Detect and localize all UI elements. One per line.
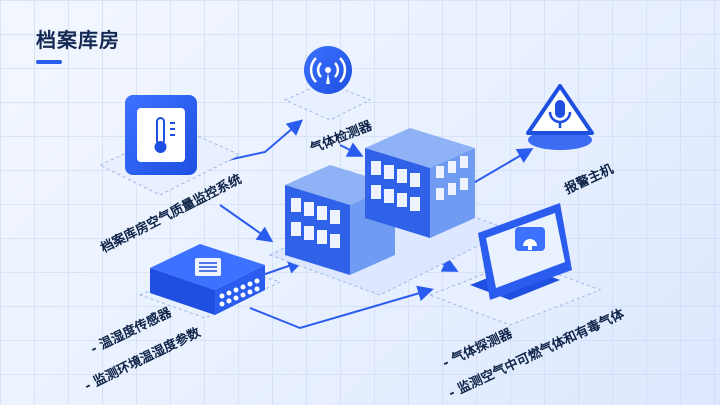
link-thermo-to-server xyxy=(220,205,270,240)
link-server-to-alarm xyxy=(470,150,530,185)
alarm-host-device xyxy=(528,86,592,150)
gas-detector-device xyxy=(285,46,370,120)
monitor-alert-icon xyxy=(515,227,545,251)
link-switch-to-monitor xyxy=(250,290,430,328)
rack-server-icon-2 xyxy=(365,128,475,238)
